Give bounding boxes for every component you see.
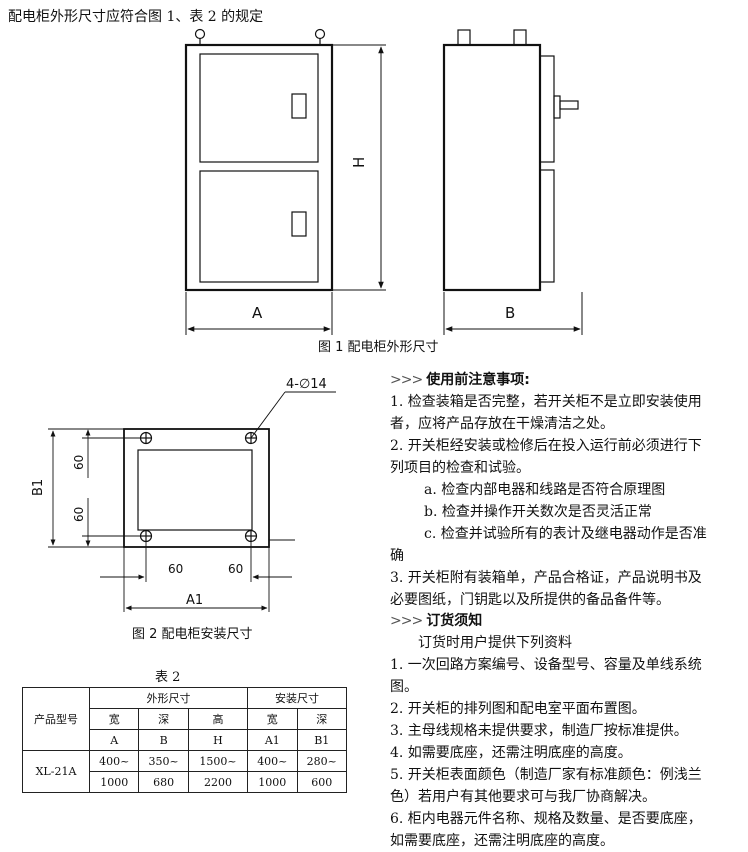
side-lower-panel: [539, 169, 555, 283]
col-name: 高: [187, 708, 249, 730]
col-name: 宽: [88, 708, 140, 730]
precautions-section: >>>使用前注意事项: 1. 检查装箱是否完整，若开关柜不是立即安装使用 者，应…: [390, 369, 707, 611]
install-header: 安装尺寸: [247, 687, 347, 709]
outline-header: 外形尺寸: [88, 687, 249, 709]
section-marker: >>>: [390, 372, 423, 388]
spec-table: 产品型号 外形尺寸 安装尺寸 宽 深 高 宽 深 A B H A1 B1 XL-…: [22, 687, 348, 793]
col-code: A: [88, 729, 140, 751]
lower-door: [199, 170, 319, 283]
precaution-line: 者，应将产品存放在干燥清洁之处。: [390, 416, 614, 432]
table-row: 1000 680 2200 1000 600: [23, 771, 348, 793]
precaution-line: 必要图纸，门钥匙以及所提供的备品备件等。: [390, 592, 670, 608]
label-b: B: [505, 304, 515, 322]
col-code: B1: [296, 729, 348, 751]
ordering-title: 订货须知: [426, 613, 483, 629]
ordering-subtitle: 订货时用户提供下列资料: [418, 635, 572, 651]
hole-label: 4-∅14: [286, 377, 327, 392]
table-cell: 1000: [88, 771, 140, 793]
installation-drawing: [123, 428, 270, 548]
ordering-line: 如需要底座，还需注明底座的高度。: [390, 833, 614, 849]
section-marker: >>>: [390, 613, 423, 629]
table-cell: 400~: [247, 750, 298, 772]
ordering-line: 4. 如需要底座，还需注明底座的高度。: [390, 745, 632, 761]
table-cell: 600: [296, 771, 348, 793]
side-handle-base: [553, 95, 561, 119]
col-name: 宽: [247, 708, 298, 730]
table-cell: 2200: [187, 771, 249, 793]
col-code: H: [187, 729, 249, 751]
table-cell: 1500~: [187, 750, 249, 772]
inner-plate: [137, 449, 253, 531]
dimension-a: [185, 292, 333, 335]
precaution-line: b. 检查并操作开关数次是否灵活正常: [424, 504, 652, 520]
col-code: B: [138, 729, 189, 751]
precaution-line: 1. 检查装箱是否完整，若开关柜不是立即安装使用: [390, 394, 702, 410]
dim-60-left: 60: [168, 562, 183, 576]
cabinet-front-view: [184, 28, 334, 292]
label-b1: B1: [31, 479, 46, 496]
ordering-heading: >>>订货须知: [390, 610, 702, 632]
mounting-holes: [139, 431, 258, 543]
table-row: A B H A1 B1: [23, 729, 348, 751]
ordering-line: 5. 开关柜表面颜色（制造厂家有标准颜色：例浅兰: [390, 767, 702, 783]
table-cell: 680: [138, 771, 189, 793]
precaution-line: 2. 开关柜经安装或检修后在投入运行前必须进行下: [390, 438, 702, 454]
install-dimensions: [48, 391, 336, 612]
table-row: XL-21A 400~ 350~ 1500~ 400~ 280~: [22, 750, 348, 793]
lower-door-handle: [291, 211, 307, 237]
precaution-line: 3. 开关柜附有装箱单，产品合格证，产品说明书及: [390, 570, 702, 586]
cabinet-side-view: [442, 29, 579, 292]
figure1-caption: 图 1 配电柜外形尺寸: [318, 340, 439, 355]
lifting-eye-left: [194, 28, 206, 40]
figure2-caption: 图 2 配电柜安装尺寸: [132, 627, 253, 642]
table-cell: 280~: [296, 750, 348, 772]
label-a1: A1: [186, 593, 203, 608]
precautions-title: 使用前注意事项:: [426, 372, 530, 388]
side-handle: [559, 100, 579, 110]
precautions-heading: >>>使用前注意事项:: [390, 369, 707, 391]
label-a: A: [252, 304, 263, 322]
precaution-line: c. 检查并试验所有的表计及继电器动作是否准: [424, 526, 707, 542]
cabinet-outline: [184, 43, 334, 292]
label-h: H: [350, 157, 368, 168]
ordering-line: 2. 开关柜的排列图和配电室平面布置图。: [390, 701, 646, 717]
dim-60-right: 60: [228, 562, 243, 576]
base-frame: [123, 428, 270, 548]
ordering-line: 图。: [390, 679, 418, 695]
dim-60-top: 60: [72, 455, 86, 470]
ordering-line: 色）若用户有其他要求可与我厂协商解决。: [390, 789, 656, 805]
side-top-lug-right: [513, 29, 527, 46]
dimension-b: [443, 292, 583, 335]
side-outline: [442, 43, 542, 292]
col-name: 深: [138, 708, 189, 730]
ordering-line: 3. 主母线规格未提供要求，制造厂按标准提供。: [390, 723, 688, 739]
lifting-eye-right: [314, 28, 326, 40]
side-upper-panel: [539, 55, 555, 163]
table-cell: 350~: [138, 750, 189, 772]
upper-door: [199, 53, 319, 163]
product-header: 产品型号: [22, 687, 90, 751]
ordering-line: 6. 柜内电器元件名称、规格及数量、是否要底座，: [390, 811, 702, 827]
ordering-section: >>>订货须知 订货时用户提供下列资料 1. 一次回路方案编号、设备型号、容量及…: [390, 610, 702, 852]
upper-door-handle: [291, 93, 307, 119]
col-name: 深: [296, 708, 348, 730]
table-cell: 1000: [247, 771, 298, 793]
ordering-line: 1. 一次回路方案编号、设备型号、容量及单线系统: [390, 657, 702, 673]
precaution-line: 列项目的检查和试验。: [390, 460, 530, 476]
precaution-line: 确: [390, 548, 404, 564]
model-cell: XL-21A: [22, 750, 90, 793]
side-top-lug-left: [457, 29, 471, 46]
table-row: 产品型号 外形尺寸 安装尺寸: [22, 687, 347, 751]
table-row: 宽 深 高 宽 深: [23, 708, 348, 730]
table-title: 表 2: [155, 670, 181, 685]
dim-60-bottom: 60: [72, 507, 86, 522]
intro-text: 配电柜外形尺寸应符合图 1、表 2 的规定: [8, 9, 264, 25]
col-code: A1: [247, 729, 298, 751]
table-cell: 400~: [88, 750, 140, 772]
precaution-line: a. 检查内部电器和线路是否符合原理图: [424, 482, 666, 498]
dimension-h: [332, 44, 386, 291]
